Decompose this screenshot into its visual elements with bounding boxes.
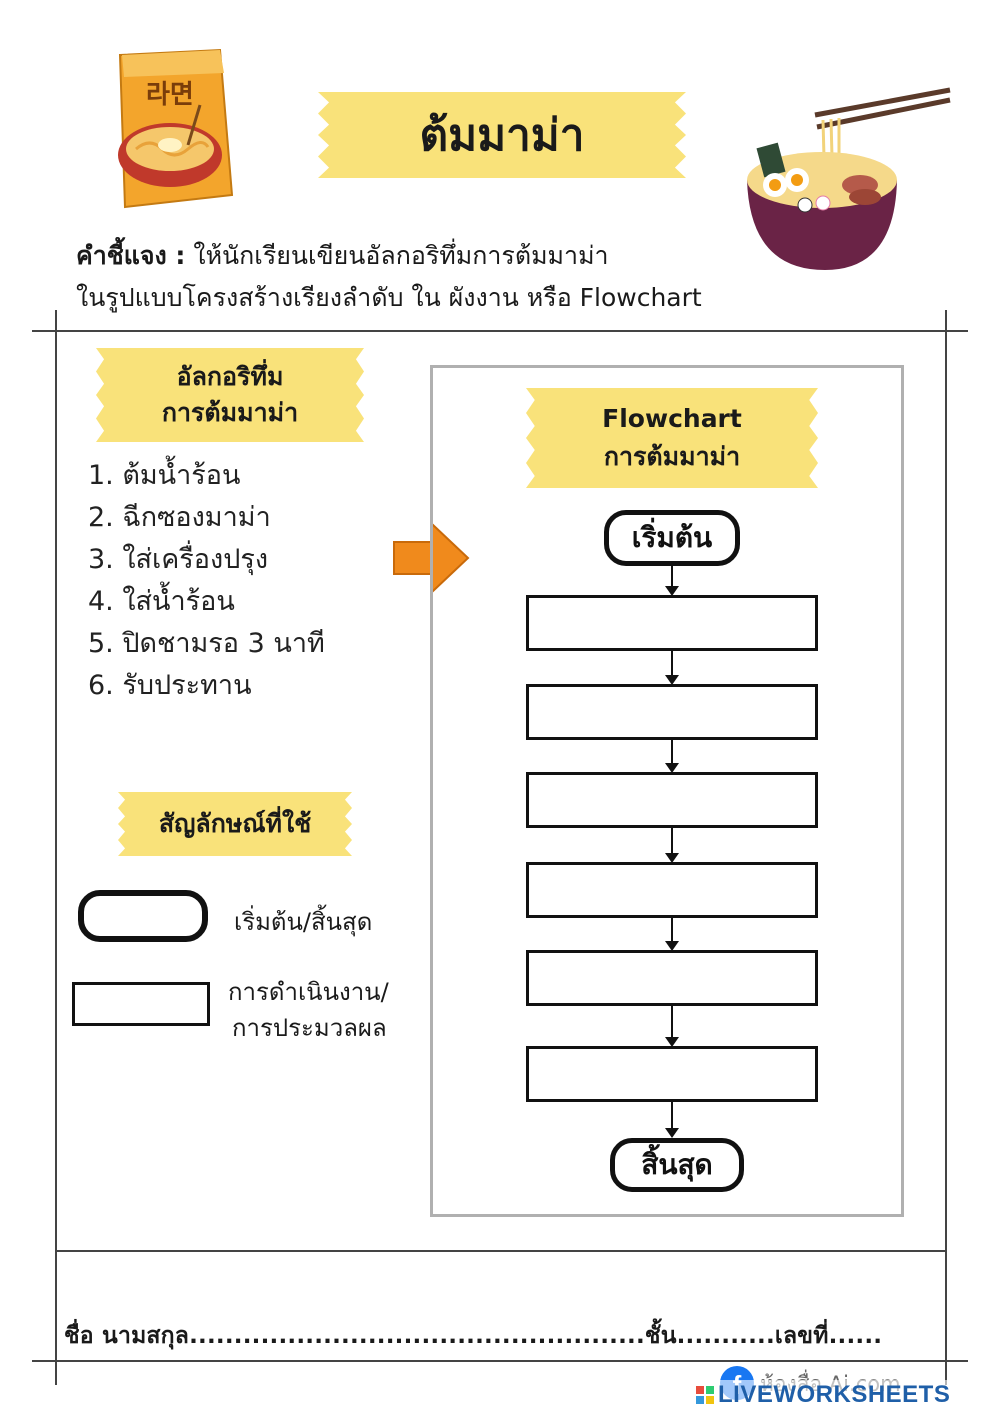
flow-arrow [665, 740, 679, 773]
page-title: ต้มมาม่า [419, 110, 585, 161]
algorithm-step: 4. ใส่น้ำร้อน [88, 586, 235, 617]
algorithm-step: 5. ปิดชามรอ 3 นาที [88, 628, 325, 659]
process-symbol-label-1: การดำเนินงาน/ [228, 978, 389, 1006]
frame-left [55, 310, 57, 1385]
algorithm-step: 6. รับประทาน [88, 670, 252, 701]
flowchart-frame [430, 365, 904, 1217]
flowchart-start: เริ่มต้น [604, 510, 740, 566]
flowchart-heading-banner: Flowchart การต้มมาม่า [526, 388, 818, 488]
process-symbol-label-2: การประมวลผล [232, 1014, 387, 1042]
title-banner: ต้มมาม่า [318, 92, 686, 178]
flow-arrow [665, 828, 679, 863]
algorithm-heading-line-1: อัลกอริทึ่ม [176, 362, 284, 391]
symbols-heading-banner: สัญลักษณ์ที่ใช้ [118, 792, 352, 856]
flow-arrow [665, 1102, 679, 1138]
frame-right [945, 310, 947, 1385]
algorithm-step: 1. ต้มน้ำร้อน [88, 460, 241, 491]
divider-bottom [55, 1250, 947, 1252]
flowchart-process-box-4[interactable] [526, 862, 818, 918]
ramen-pack-label: 라면 [146, 80, 194, 110]
liveworksheets-mark-icon [696, 1386, 714, 1404]
algorithm-heading-banner: อัลกอริทึ่ม การต้มมาม่า [96, 348, 364, 442]
name-field[interactable]: ชื่อ นามสกุล............................… [64, 1323, 883, 1349]
flow-arrow [665, 566, 679, 596]
algorithm-step: 3. ใส่เครื่องปรุง [88, 544, 269, 575]
ramen-pack-illustration: 라면 [118, 48, 234, 209]
algorithm-heading-line-2: การต้มมาม่า [161, 398, 299, 427]
divider-footer [32, 1360, 968, 1362]
liveworksheets-logo[interactable]: LIVEWORKSHEETS [696, 1380, 951, 1410]
flowchart-process-box-1[interactable] [526, 595, 818, 651]
instruction-label: คำชี้แจง : [76, 241, 186, 270]
algorithm-step: 2. ฉีกซองมาม่า [88, 502, 271, 533]
flowchart-process-box-2[interactable] [526, 684, 818, 740]
liveworksheets-brand: LIVEWORKSHEETS [718, 1381, 951, 1408]
instruction-line-1: คำชี้แจง : ให้นักเรียนเขียนอัลกอริทึ่มกา… [76, 236, 609, 276]
instruction-text-1: ให้นักเรียนเขียนอัลกอริทึ่มการต้มมาม่า [193, 241, 609, 270]
flow-arrow [665, 1006, 679, 1047]
symbols-heading: สัญลักษณ์ที่ใช้ [158, 809, 312, 838]
flow-arrow [665, 651, 679, 685]
flowchart-end: สิ้นสุด [610, 1138, 744, 1192]
flowchart-process-box-5[interactable] [526, 950, 818, 1006]
flow-arrow [665, 918, 679, 951]
algorithm-steps: 1. ต้มน้ำร้อน 2. ฉีกซองมาม่า 3. ใส่เครื่… [88, 455, 325, 707]
process-symbol [72, 982, 210, 1026]
flowchart-heading-line-1: Flowchart [602, 404, 742, 433]
flowchart-heading-line-2: การต้มมาม่า [603, 442, 741, 471]
flowchart-process-box-6[interactable] [526, 1046, 818, 1102]
terminal-symbol-label: เริ่มต้น/สิ้นสุด [234, 908, 373, 936]
ramen-bowl-illustration [747, 87, 951, 270]
terminal-symbol [78, 890, 208, 942]
flowchart-process-box-3[interactable] [526, 772, 818, 828]
divider-top [32, 330, 968, 332]
instruction-line-2: ในรูปแบบโครงสร้างเรียงลำดับ ใน ผังงาน หร… [76, 283, 702, 312]
